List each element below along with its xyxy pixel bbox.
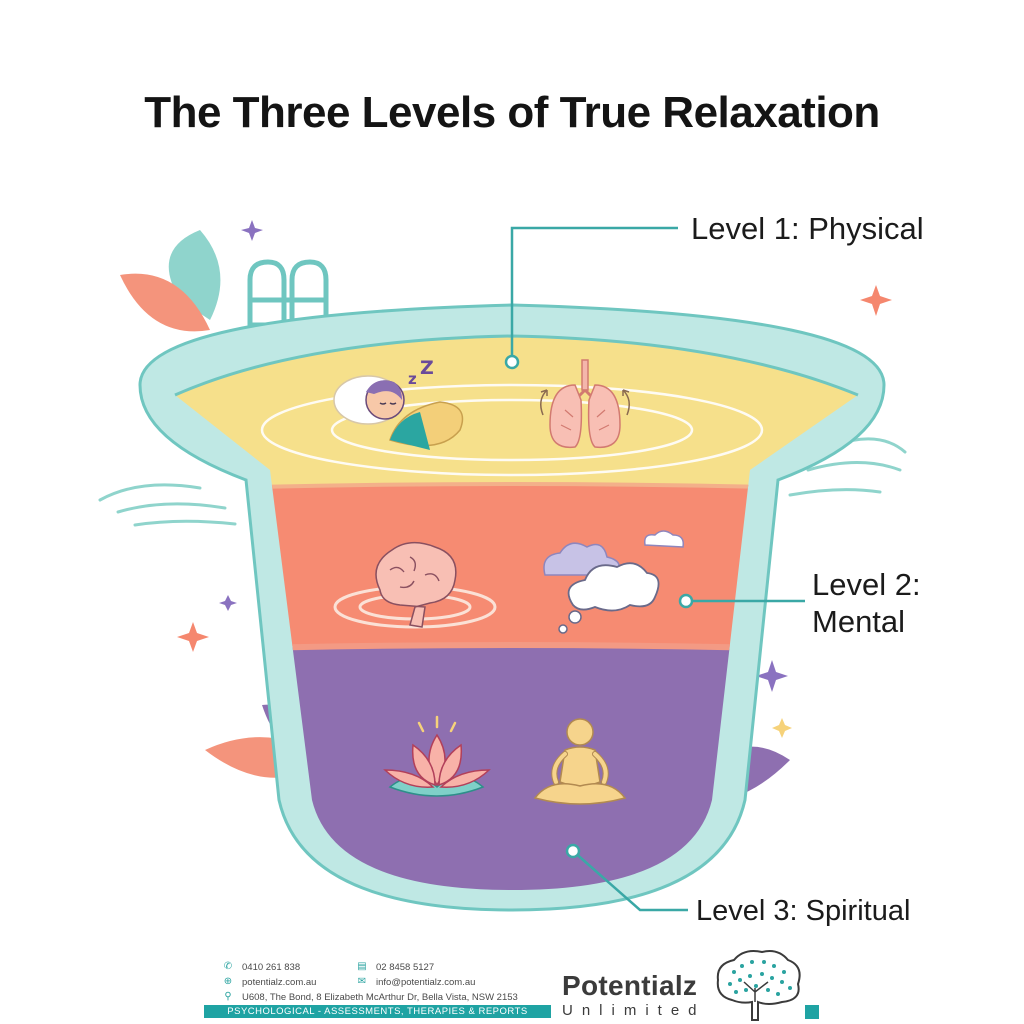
phone-icon: ✆ <box>223 961 233 972</box>
level-1-label: Level 1: Physical <box>691 211 924 246</box>
lungs-icon <box>540 359 630 449</box>
fax-icon: ▤ <box>357 961 367 972</box>
ripple-lines-left <box>98 483 237 527</box>
meditating-person-icon <box>533 718 627 805</box>
brand-subtitle: Unlimited <box>562 1002 706 1019</box>
tagline-bar: PSYCHOLOGICAL - ASSESSMENTS, THERAPIES &… <box>204 1005 551 1018</box>
surface-ripples <box>260 383 764 477</box>
sleeping-person-icon: z Z <box>333 357 464 450</box>
brand-name: Potentialz <box>562 970 698 1001</box>
phone-number: 0410 261 838 <box>242 962 301 973</box>
brand-accent-square <box>805 1005 819 1019</box>
globe-icon: ⊕ <box>223 976 233 987</box>
callout-lines <box>510 226 805 912</box>
email-icon: ✉ <box>357 976 367 987</box>
page-title: The Three Levels of True Relaxation <box>144 88 880 137</box>
fax-number: 02 8458 5127 <box>376 962 435 973</box>
callout-dots <box>504 354 694 859</box>
location-pin-icon: ⚲ <box>224 991 232 1002</box>
website-link[interactable]: potentialz.com.au <box>242 977 317 988</box>
level3-water <box>175 645 858 890</box>
svg-text:z: z <box>408 370 417 388</box>
brain-tree-logo-icon <box>716 950 801 1021</box>
leaf-decoration-top-left <box>120 230 221 332</box>
level-2-label: Level 2: Mental <box>812 567 921 639</box>
level-3-label: Level 3: Spiritual <box>696 895 911 927</box>
lotus-icon <box>383 715 491 797</box>
email-link[interactable]: info@potentialz.com.au <box>376 977 476 988</box>
address: U608, The Bond, 8 Elizabeth McArthur Dr,… <box>242 992 518 1003</box>
brain-icon <box>333 541 497 629</box>
svg-text:Z: Z <box>420 357 434 379</box>
thought-cloud-icon <box>543 530 685 634</box>
